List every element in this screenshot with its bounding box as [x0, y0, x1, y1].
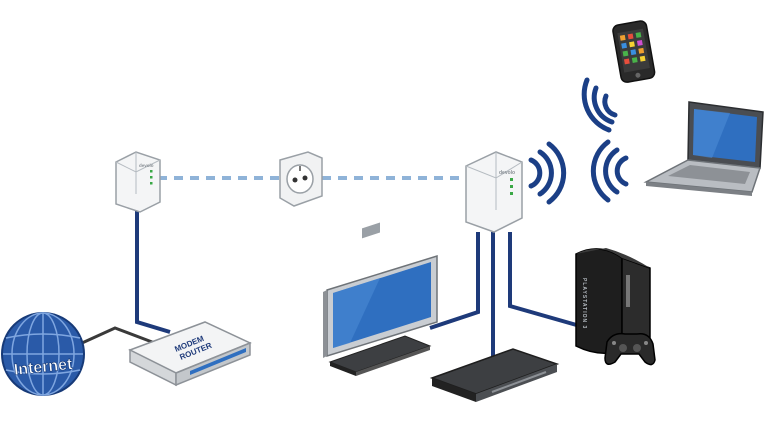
powerline-adapter-icon [115, 151, 161, 213]
wifi-waves-icon [602, 93, 618, 118]
adapter-brand-left: devolo [139, 163, 154, 168]
smartphone [612, 20, 656, 83]
adapter-brand-right: devolo [499, 170, 515, 176]
cable-internet-to-router [81, 326, 161, 347]
game-console: PLAYSTATION 3 [575, 248, 651, 354]
powerline-adapter-left: devolo [115, 151, 161, 213]
gamepad-icon [604, 332, 656, 366]
internet-label: Internet [13, 356, 74, 379]
cable-adapter-to-console [508, 232, 581, 328]
wifi-waves-phone [581, 77, 618, 133]
modem-router: MODEM ROUTER [128, 321, 252, 387]
console-brand: PLAYSTATION 3 [581, 278, 587, 329]
cables [81, 176, 581, 362]
set-top-box [429, 348, 560, 402]
wifi-waves-icon [614, 155, 629, 187]
laptop [643, 101, 764, 196]
powerline-adapter-right: devolo [465, 151, 523, 233]
wifi-waves-icon [528, 157, 543, 189]
powerline-adapter-icon [465, 151, 523, 233]
wifi-waves-laptop [590, 139, 629, 203]
cable-adapter-to-router [135, 205, 171, 334]
gamepad [604, 332, 656, 366]
cable-adapter-to-tv [429, 232, 480, 330]
wifi-waves-adapter [528, 141, 567, 205]
wall-outlet [279, 151, 323, 207]
television [323, 222, 438, 376]
internet-globe: Internet [1, 312, 85, 396]
